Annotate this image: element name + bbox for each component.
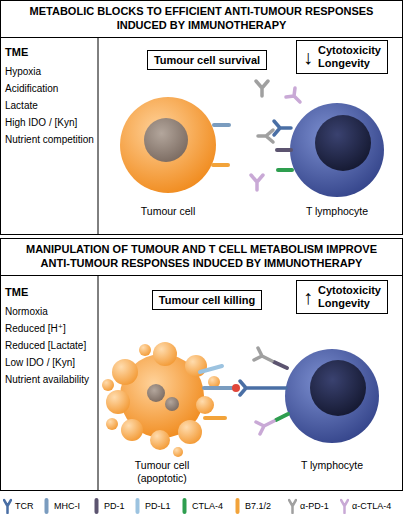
- column-divider: [98, 276, 99, 490]
- t-lymphocyte: [232, 348, 379, 443]
- legend-item: α-PD-1: [288, 498, 329, 514]
- free-antibody: [251, 81, 300, 190]
- legend-item: α-CTLA-4: [340, 498, 391, 514]
- apoptotic-tumour-cell: [102, 342, 232, 457]
- condition-item: Nutrient competition: [5, 134, 94, 146]
- legend-item: CTLA-4: [180, 498, 223, 514]
- cell-label: Tumour cell (apoptotic): [122, 459, 202, 484]
- outcome-box: Tumour cell survival: [147, 50, 267, 70]
- header-band: MANIPULATION OF TUMOUR AND T CELL METABO…: [0, 238, 403, 276]
- section-heading: TME: [5, 286, 28, 299]
- cell-label: T lymphocyte: [301, 459, 363, 472]
- legend-symbol: [133, 498, 142, 514]
- condition-item: Reduced [Lactate]: [5, 340, 86, 352]
- section-heading: TME: [5, 46, 28, 59]
- legend-text: B7.1/2: [245, 501, 271, 511]
- effect-box: ↓Cytotoxicity Longevity: [296, 40, 388, 74]
- node-text: MANIPULATION OF TUMOUR AND T CELL METABO…: [11, 243, 392, 271]
- legend-item: PD-1: [92, 498, 125, 514]
- condition-item: Hypoxia: [5, 66, 41, 78]
- legend-text: α-CTLA-4: [352, 501, 391, 511]
- legend-text: α-PD-1: [300, 501, 329, 511]
- condition-item: Acidification: [5, 83, 58, 95]
- condition-item: Reduced [H⁺]: [5, 323, 66, 335]
- legend-item: MHC-I: [42, 498, 80, 514]
- legend-text: PD-1: [104, 501, 125, 511]
- legend-text: CTLA-4: [192, 501, 223, 511]
- condition-item: Nutrient availability: [5, 374, 89, 386]
- legend-symbol: [3, 498, 12, 514]
- tumour-cell: [120, 97, 229, 193]
- legend-text: MHC-I: [54, 501, 80, 511]
- condition-item: Low IDO / [Kyn]: [5, 357, 75, 369]
- legend-symbol: [180, 498, 189, 514]
- legend-symbol: [92, 498, 101, 514]
- legend-text: TCR: [15, 501, 34, 511]
- cell-label: Tumour cell: [141, 205, 195, 218]
- legend-symbol: [340, 498, 349, 514]
- cell-label: T lymphocyte: [306, 205, 368, 218]
- trend-arrow: ↑: [303, 287, 313, 307]
- legend-symbol: [233, 498, 242, 514]
- node-text: Cytotoxicity Longevity: [318, 284, 381, 310]
- trend-arrow: ↓: [303, 47, 313, 67]
- legend-symbol: [288, 498, 297, 514]
- legend-symbol: [42, 498, 51, 514]
- legend-item: TCR: [3, 498, 34, 514]
- legend-item: PD-L1: [133, 498, 171, 514]
- node-text: Tumour cell survival: [154, 54, 260, 66]
- outcome-box: Tumour cell killing: [152, 290, 262, 310]
- header-band: METABOLIC BLOCKS TO EFFICIENT ANTI-TUMOU…: [0, 0, 403, 38]
- node-text: Cytotoxicity Longevity: [318, 44, 381, 70]
- node-text: Tumour cell killing: [159, 294, 255, 306]
- panel-frame: [1, 239, 403, 491]
- panel-frame: [1, 1, 403, 235]
- node-text: METABOLIC BLOCKS TO EFFICIENT ANTI-TUMOU…: [11, 5, 392, 33]
- condition-item: Lactate: [5, 100, 38, 112]
- legend-item: B7.1/2: [233, 498, 271, 514]
- legend-text: PD-L1: [145, 501, 171, 511]
- condition-item: High IDO / [Kyn]: [5, 117, 77, 129]
- effect-box: ↑Cytotoxicity Longevity: [296, 280, 388, 314]
- condition-item: Normoxia: [5, 306, 48, 318]
- column-divider: [98, 38, 99, 234]
- t-lymphocyte: [274, 103, 384, 197]
